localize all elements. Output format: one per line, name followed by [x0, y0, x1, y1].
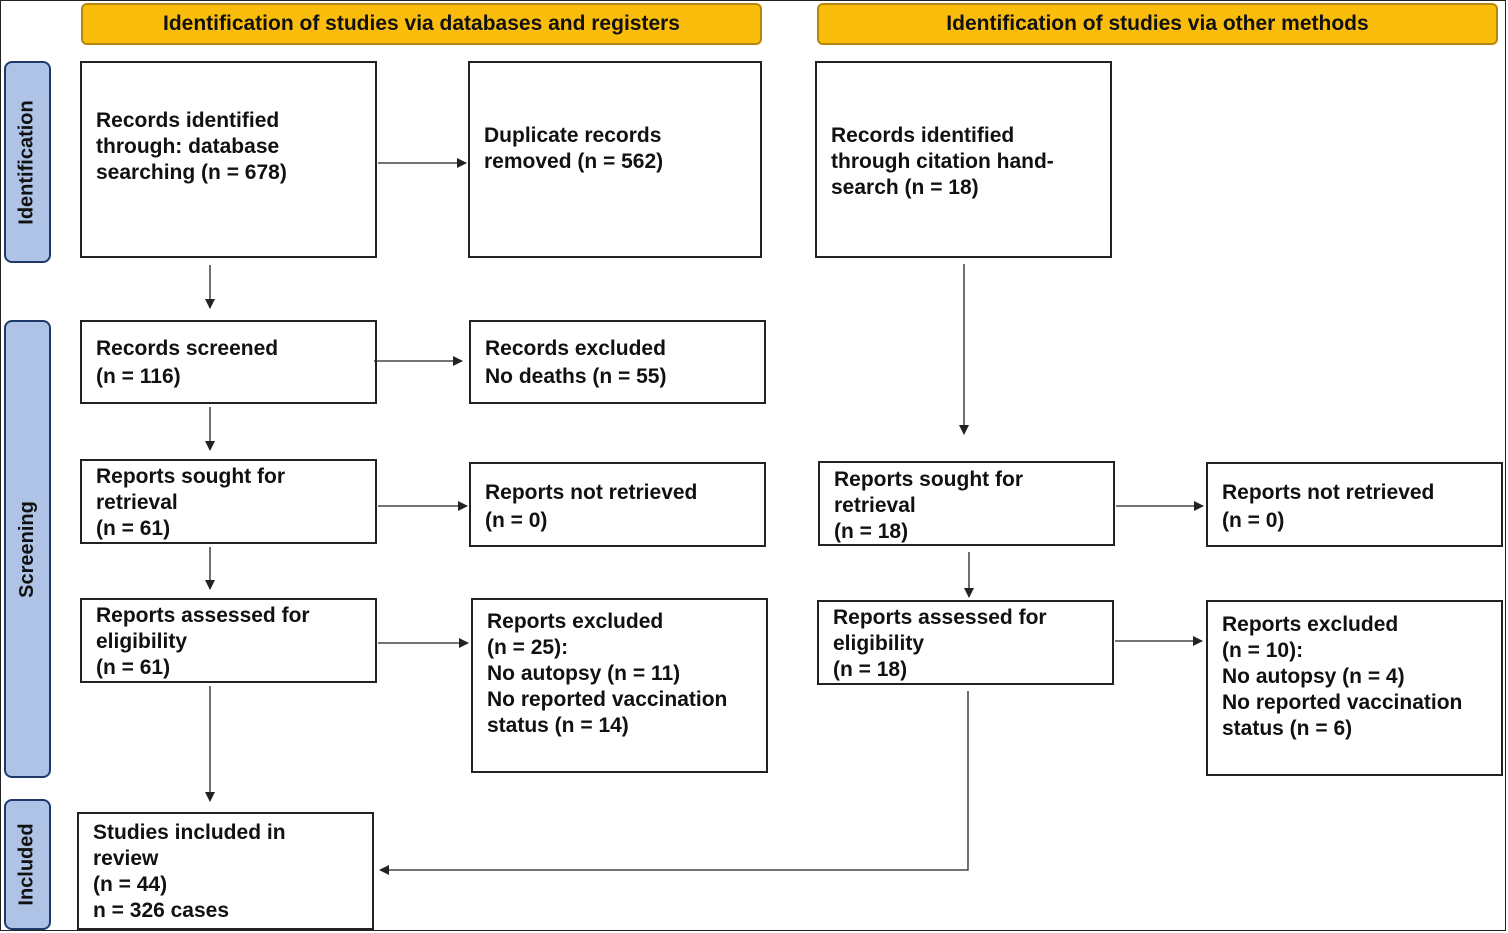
box-text-line: searching (n = 678) [96, 161, 287, 184]
box-text-line: Studies included in [93, 821, 286, 844]
box-text-line: (n = 18) [834, 520, 909, 543]
box-text-line: Reports assessed for [833, 606, 1047, 629]
box-text-line: Records identified [831, 124, 1015, 147]
left-reports-not-retrieved-box: Reports not retrieved (n = 0) [469, 462, 766, 547]
right-reports-sought-box: Reports sought for retrieval (n = 18) [818, 461, 1115, 546]
left-reports-assessed-box: Reports assessed for eligibility (n = 61) [80, 598, 377, 683]
box-text-line: No reported vaccination [1222, 691, 1463, 714]
header-databases: Identification of studies via databases … [81, 3, 762, 45]
box-text-line: (n = 10): [1222, 639, 1304, 662]
arrow-right-assessed-to-included [379, 691, 969, 875]
right-reports-assessed-box: Reports assessed for eligibility (n = 18) [817, 600, 1114, 685]
box-text-line: retrieval [96, 491, 178, 514]
right-records-identified-box: Records identified through citation hand-… [815, 61, 1112, 258]
box-text-line: (n = 0) [485, 509, 548, 532]
box-text-line: removed (n = 562) [484, 150, 664, 173]
box-text-line: eligibility [833, 632, 925, 655]
box-text-line: (n = 61) [96, 517, 171, 540]
box-text-line: through: database [96, 135, 280, 158]
box-text-line: Records screened [96, 337, 279, 360]
box-text-line: Reports excluded [487, 610, 664, 633]
box-text-line: Records identified [96, 109, 280, 132]
right-reports-excluded-box: Reports excluded (n = 10): No autopsy (n =… [1206, 600, 1503, 776]
box-text-line: (n = 25): [487, 636, 569, 659]
box-text-line: retrieval [834, 494, 916, 517]
box-text-line: through citation hand- [831, 150, 1054, 173]
box-text-line: status (n = 6) [1222, 717, 1353, 740]
left-duplicates-removed-box: Duplicate records removed (n = 562) [468, 61, 762, 258]
box-text-line: Reports sought for [96, 465, 285, 488]
box-text-line: Reports not retrieved [485, 481, 698, 504]
box-text-line: (n = 116) [96, 365, 181, 388]
left-reports-sought-box: Reports sought for retrieval (n = 61) [80, 459, 377, 544]
right-reports-not-retrieved-box: Reports not retrieved (n = 0) [1206, 462, 1503, 547]
box-text-line: No reported vaccination [487, 688, 728, 711]
stage-included: Included [4, 799, 51, 930]
box-text-line: Reports not retrieved [1222, 481, 1435, 504]
box-text-line: Duplicate records [484, 124, 662, 147]
stage-screening: Screening [4, 320, 51, 778]
box-text-line: n = 326 cases [93, 899, 230, 922]
left-reports-excluded-box: Reports excluded (n = 25): No autopsy (n =… [471, 598, 768, 773]
left-records-excluded-box: Records excluded No deaths (n = 55) [469, 320, 766, 404]
left-records-screened-box: Records screened (n = 116) [80, 320, 377, 404]
box-text-line: (n = 18) [833, 658, 908, 681]
box-text-line: status (n = 14) [487, 714, 629, 737]
box-text-line: Reports assessed for [96, 604, 310, 627]
box-text-line: No autopsy (n = 11) [487, 662, 681, 685]
box-text-line: eligibility [96, 630, 188, 653]
box-text-line: review [93, 847, 159, 870]
box-text-line: (n = 61) [96, 656, 171, 679]
box-text-line: (n = 44) [93, 873, 168, 896]
header-other-methods: Identification of studies via other meth… [817, 3, 1498, 45]
box-text-line: Reports sought for [834, 468, 1023, 491]
box-text-line: No deaths (n = 55) [485, 365, 667, 388]
left-records-identified-box: Records identified through: database searc… [80, 61, 377, 258]
box-text-line: (n = 0) [1222, 509, 1285, 532]
box-text-line: No autopsy (n = 4) [1222, 665, 1405, 688]
box-text-line: search (n = 18) [831, 176, 979, 199]
stage-identification: Identification [4, 61, 51, 263]
box-text-line: Reports excluded [1222, 613, 1399, 636]
box-text-line: Records excluded [485, 337, 666, 360]
studies-included-box: Studies included in review (n = 44) n = 326… [77, 812, 374, 930]
